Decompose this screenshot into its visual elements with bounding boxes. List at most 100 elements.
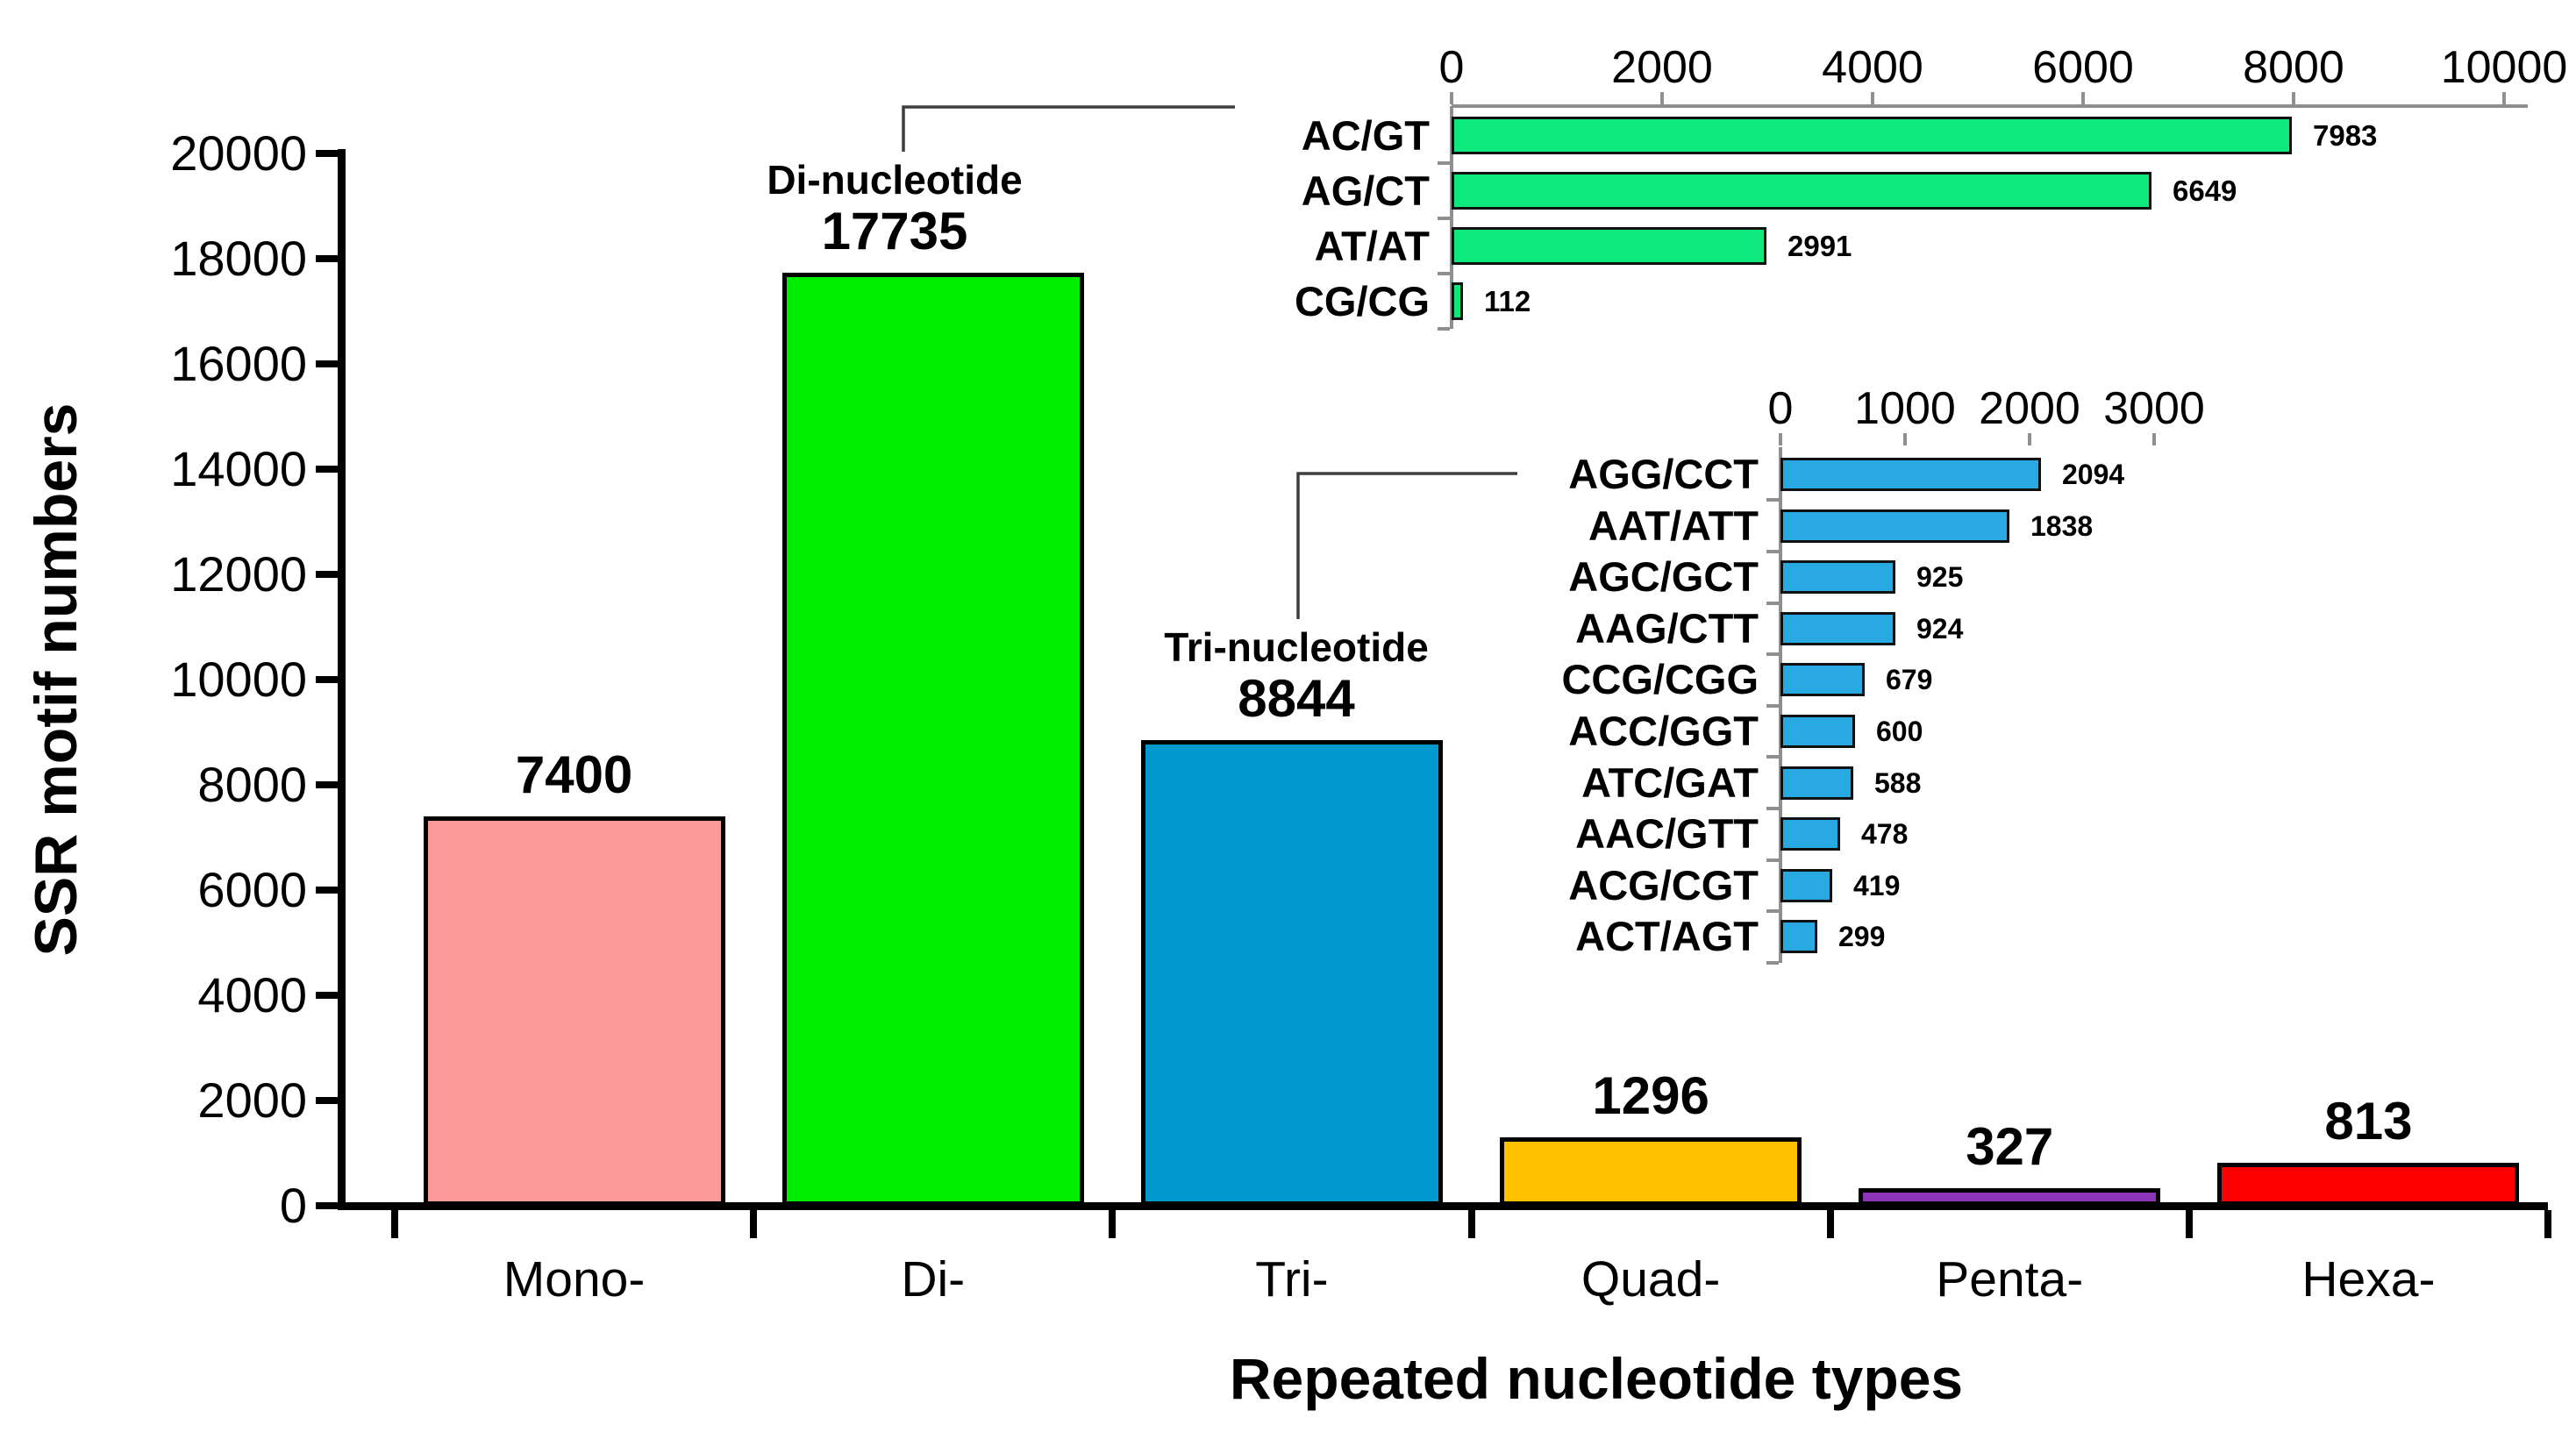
inset-y-axis-tick xyxy=(1766,806,1779,810)
inset-category-label: AAC/GTT xyxy=(1575,810,1759,858)
y-axis-tick xyxy=(316,466,342,473)
y-axis-tick xyxy=(316,1097,342,1104)
x-axis-line xyxy=(338,1202,2548,1210)
y-axis-tick-label: 0 xyxy=(279,1178,307,1233)
inset-bar-value-label: 7983 xyxy=(2313,118,2378,152)
inset-x-axis-tick-label: 3000 xyxy=(2103,383,2205,434)
inset-bar-value-label: 2991 xyxy=(1788,229,1852,262)
x-axis-tick xyxy=(1109,1210,1117,1238)
inset-bar-accggt xyxy=(1780,715,1855,748)
inset-bar-value-label: 588 xyxy=(1874,766,1922,799)
inset-y-axis-tick xyxy=(1438,272,1450,275)
y-axis-tick-label: 16000 xyxy=(170,336,307,391)
inset-x-axis-tick-label: 8000 xyxy=(2243,42,2344,93)
x-axis-tick xyxy=(391,1210,398,1238)
inset-bar-value-label: 299 xyxy=(1838,921,1886,953)
y-axis-tick xyxy=(316,781,342,788)
inset-bar-value-label: 6649 xyxy=(2173,174,2237,207)
x-axis-tick xyxy=(2185,1210,2193,1238)
inset-bar-acgcgt xyxy=(1780,868,1832,902)
inset-bar-value-label: 478 xyxy=(1861,818,1909,851)
inset-bar-value-label: 1838 xyxy=(2030,509,2094,542)
inset-y-axis-tick xyxy=(1766,755,1779,759)
inset-y-axis-line xyxy=(1779,447,1782,963)
di-inset-connector-line xyxy=(902,105,1235,152)
main-bar-value-label: 8844 xyxy=(1238,669,1355,728)
bar-annotation-label: Tri-nucleotide xyxy=(1164,624,1429,670)
inset-x-axis-tick-label: 2000 xyxy=(1611,42,1713,93)
inset-category-label: ACT/AGT xyxy=(1575,913,1759,960)
inset-bar-agct xyxy=(1452,172,2151,210)
y-axis-tick-label: 8000 xyxy=(197,757,307,812)
inset-x-axis-tick xyxy=(1871,92,1874,104)
inset-category-label: CCG/CGG xyxy=(1561,656,1759,703)
inset-x-axis-tick-label: 2000 xyxy=(1979,383,2080,434)
main-bar-value-label: 813 xyxy=(2324,1092,2413,1150)
x-category-label: Di- xyxy=(901,1251,966,1307)
inset-bar-value-label: 679 xyxy=(1886,664,1933,696)
y-axis-tick-label: 2000 xyxy=(197,1072,307,1128)
y-axis-tick-label: 6000 xyxy=(197,862,307,917)
inset-y-axis-tick xyxy=(1766,601,1779,605)
y-axis-tick xyxy=(316,360,342,367)
x-category-label: Mono- xyxy=(503,1251,646,1307)
inset-y-axis-tick xyxy=(1438,217,1450,220)
inset-category-label: AAT/ATT xyxy=(1588,502,1759,549)
inset-x-axis-tick xyxy=(1660,92,1664,104)
inset-bar-atcgat xyxy=(1780,766,1853,800)
y-axis-tick-label: 14000 xyxy=(170,441,307,496)
inset-x-axis-tick-label: 10000 xyxy=(2440,42,2568,93)
inset-y-axis-tick xyxy=(1766,498,1779,502)
y-axis-tick xyxy=(316,887,342,894)
y-axis-tick xyxy=(316,1202,342,1209)
inset-bar-aacgtt xyxy=(1780,817,1840,851)
inset-x-axis-tick xyxy=(1903,433,1907,445)
inset-y-axis-tick xyxy=(1438,161,1450,165)
inset-category-label: AGG/CCT xyxy=(1568,451,1759,497)
y-axis-tick xyxy=(316,571,342,578)
inset-x-axis-tick xyxy=(1779,433,1782,445)
inset-y-axis-line xyxy=(1450,106,1453,329)
y-axis-line xyxy=(338,149,346,1210)
inset-y-axis-tick xyxy=(1766,549,1779,553)
inset-category-label: ATC/GAT xyxy=(1581,759,1759,806)
y-axis-tick-label: 18000 xyxy=(170,231,307,286)
inset-x-axis-tick xyxy=(2502,92,2506,104)
y-axis-tick-label: 20000 xyxy=(170,125,307,181)
inset-bar-value-label: 112 xyxy=(1484,284,1531,317)
inset-bar-aggcct xyxy=(1780,458,2041,491)
inset-bar-value-label: 2094 xyxy=(2062,459,2125,490)
x-category-label: Hexa- xyxy=(2301,1251,2436,1307)
x-axis-tick xyxy=(1467,1210,1475,1238)
inset-bar-value-label: 419 xyxy=(1853,869,1901,901)
main-bar-value-label: 1296 xyxy=(1592,1066,1709,1125)
inset-bar-agcgct xyxy=(1780,560,1895,595)
x-axis-tick xyxy=(1826,1210,1834,1238)
inset-x-axis-tick xyxy=(2081,92,2085,104)
x-axis-title: Repeated nucleotide types xyxy=(1229,1346,1964,1411)
inset-x-axis-line xyxy=(1452,104,2528,108)
y-axis-tick xyxy=(316,150,342,157)
y-axis-tick-label: 4000 xyxy=(197,967,307,1022)
y-axis-tick xyxy=(316,255,342,262)
inset-bar-value-label: 600 xyxy=(1876,716,1923,747)
main-bar-value-label: 17735 xyxy=(821,202,968,260)
inset-category-label: AG/CT xyxy=(1301,167,1430,214)
inset-y-axis-tick xyxy=(1766,960,1779,965)
inset-category-label: ACC/GGT xyxy=(1568,708,1759,754)
inset-bar-value-label: 924 xyxy=(1916,612,1964,645)
inset-x-axis-tick-label: 1000 xyxy=(1854,383,1956,434)
inset-y-axis-tick xyxy=(1766,909,1779,914)
y-axis-tick-label: 12000 xyxy=(170,546,307,602)
inset-bar-acgt xyxy=(1452,117,2292,154)
inset-category-label: CG/CG xyxy=(1294,277,1430,324)
inset-y-axis-tick xyxy=(1438,327,1450,331)
inset-y-axis-tick xyxy=(1766,858,1779,862)
inset-category-label: ACG/CGT xyxy=(1568,861,1759,908)
main-bar-value-label: 7400 xyxy=(515,745,633,804)
inset-bar-atat xyxy=(1452,227,1766,265)
inset-bar-actagt xyxy=(1780,920,1817,954)
main-bar-mono xyxy=(423,816,725,1206)
